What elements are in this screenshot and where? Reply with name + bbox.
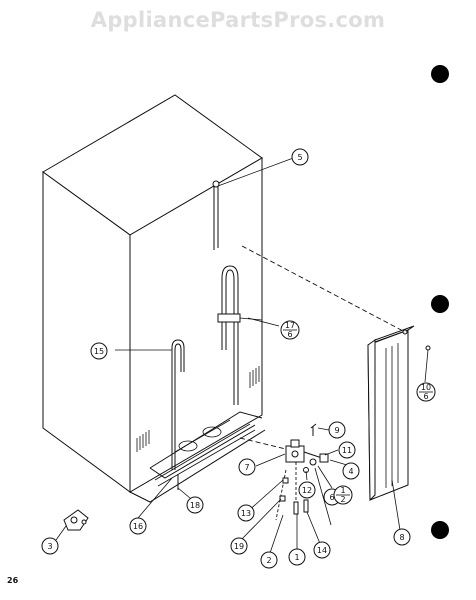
binder-hole-top [431, 65, 449, 83]
svg-text:8: 8 [399, 533, 404, 542]
callout-17-over-6: 17 6 [280, 320, 300, 340]
assembly-leader-dashed [241, 245, 406, 333]
svg-text:17: 17 [285, 321, 295, 330]
svg-text:5: 5 [297, 153, 302, 162]
callout-1-over-2: 1 2 [333, 485, 353, 505]
callout-leaders [55, 156, 429, 557]
callout-8: 8 [393, 528, 411, 546]
svg-text:10: 10 [421, 383, 431, 392]
callout-16: 16 [129, 517, 147, 535]
svg-text:4: 4 [348, 467, 353, 476]
callout-4: 4 [342, 462, 360, 480]
rear-panel [367, 325, 431, 502]
watermark: AppliancePartsPros.com [90, 8, 386, 32]
callout-15: 15 [90, 342, 108, 360]
svg-text:3: 3 [47, 542, 52, 551]
callout-10-over-6: 10 6 [416, 382, 436, 402]
binder-hole-bottom [431, 521, 449, 539]
svg-text:11: 11 [342, 446, 352, 455]
callout-18: 18 [186, 496, 204, 514]
callout-7: 7 [238, 458, 256, 476]
callout-13: 13 [237, 504, 255, 522]
callout-3: 3 [41, 537, 59, 555]
callout-14: 14 [313, 541, 331, 559]
water-valve-assembly [275, 423, 329, 521]
binder-hole-middle [431, 295, 449, 313]
refrigerator-cabinet [42, 94, 266, 503]
svg-text:2: 2 [266, 556, 271, 565]
callout-1: 1 [288, 548, 306, 566]
part-3-bracket [63, 509, 89, 531]
callout-19: 19 [230, 537, 248, 555]
callout-9: 5 [291, 148, 309, 166]
svg-text:1: 1 [294, 553, 299, 562]
svg-text:6: 6 [423, 392, 428, 401]
svg-text:13: 13 [241, 509, 251, 518]
svg-text:19: 19 [234, 542, 244, 551]
svg-text:14: 14 [317, 546, 327, 555]
water-tubing [171, 180, 263, 470]
svg-text:12: 12 [302, 486, 312, 495]
svg-text:18: 18 [190, 501, 200, 510]
svg-text:6: 6 [287, 330, 292, 339]
page-number: 26 [7, 576, 19, 585]
svg-text:9: 9 [334, 426, 339, 435]
callout-5: 9 [328, 421, 346, 439]
callout-11: 11 [338, 441, 356, 459]
callout-12: 12 [298, 481, 316, 499]
svg-text:7: 7 [244, 463, 249, 472]
svg-text:2: 2 [340, 495, 345, 504]
svg-text:6: 6 [329, 493, 334, 502]
assembly-leader-dashed-lower [239, 437, 291, 451]
svg-text:15: 15 [94, 347, 104, 356]
svg-text:16: 16 [133, 522, 143, 531]
callout-2: 2 [260, 551, 278, 569]
svg-text:1: 1 [340, 486, 345, 495]
